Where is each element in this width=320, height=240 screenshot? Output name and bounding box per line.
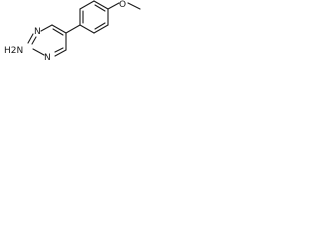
bond-ph2-ph3: [79, 0, 95, 10]
bond-c6-c5: [51, 24, 67, 34]
atom-oxygen: O: [119, 0, 126, 10]
double-bond-inner-c6-c5: [52, 28, 64, 36]
bond-ph4-oxygen: [107, 2, 120, 10]
phenyl-ring: [79, 0, 109, 34]
bond-n3-c2: [32, 48, 45, 56]
pyrimidine-ring: [27, 24, 67, 57]
bond-oxygen-methyl: [127, 2, 141, 10]
bond-c5-phenyl: [65, 24, 81, 34]
bond-ph6-ph1: [79, 24, 95, 34]
double-bond-inner-ph5-ph6: [94, 22, 106, 30]
chemical-structure: N N H2N O: [4, 0, 141, 63]
atom-n-lower: N: [44, 53, 51, 63]
bond-c2-n1: [27, 33, 34, 44]
double-bond-inner-ph3-ph4: [94, 4, 106, 12]
atom-n-upper: N: [34, 27, 41, 37]
bond-c4-n3: [54, 49, 67, 57]
double-bond-inner-c4-n3: [54, 47, 64, 53]
bond-ph3-ph4: [93, 0, 109, 10]
bond-ph5-ph6: [93, 24, 109, 34]
double-bond-inner-c2-n1: [31, 36, 37, 45]
bond-n1-c6: [40, 24, 53, 32]
atom-amine: H2N: [4, 46, 23, 56]
